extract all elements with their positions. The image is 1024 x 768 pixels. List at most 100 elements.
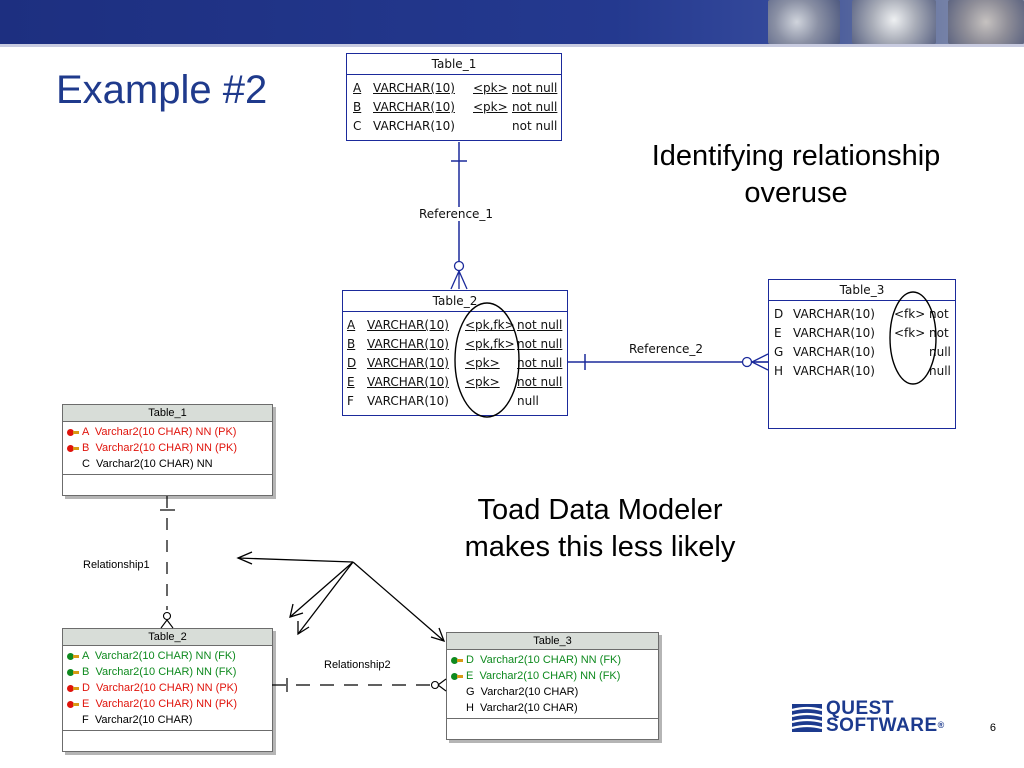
pd-cell-key: <pk> [473,100,508,114]
pd-cell-name: B [353,100,362,114]
pd-cell-name: D [774,307,784,321]
pd-cell-key: <pk,fk> [465,318,515,332]
toad-table-3-body: D Varchar2(10 CHAR) NN (FK)E Varchar2(10… [447,650,658,719]
pd-cell-name: G [774,345,784,359]
toad-table-3-footer [447,719,658,739]
pd-cell-name: B [347,337,356,351]
key-icon [451,657,463,664]
key-icon [451,673,463,680]
pd-cell-key: <pk> [465,375,500,389]
reference-1-optional-circle [453,260,465,272]
pd-row: E VARCHAR(10) <fk>not [769,324,955,343]
callout-arrow-table2-b [297,561,354,635]
toad-row: B Varchar2(10 CHAR) NN (PK) [63,440,272,456]
toad-table-1-title: Table_1 [63,405,272,422]
toad-modeler-text: Toad Data Modeler makes this less likely [420,492,780,566]
toad-row-text: F Varchar2(10 CHAR) [82,714,193,726]
pd-cell-name: A [353,81,362,95]
identifying-relationship-line-2: overuse [744,177,848,209]
banner-photo-bulb [852,0,936,44]
pd-cell-name: C [353,119,362,133]
pd-cell-type: VARCHAR(10) [367,337,449,351]
pd-cell-key: <pk> [473,81,508,95]
toad-modeler-line-2: makes this less likely [464,531,736,563]
pd-table-2-title: Table_2 [343,291,567,312]
relationship-2-crowfoot [437,678,447,692]
toad-modeler-line-1: Toad Data Modeler [477,494,723,526]
pd-cell-type: VARCHAR(10) [793,345,875,359]
pd-cell-null: not null [517,375,563,389]
toad-row: A Varchar2(10 CHAR) NN (PK) [63,424,272,440]
callout-arrow-table2-a [289,561,354,618]
pd-cell-type: VARCHAR(10) [793,307,875,321]
toad-row-text: B Varchar2(10 CHAR) NN (PK) [82,442,238,454]
toad-row: D Varchar2(10 CHAR) NN (FK) [447,652,658,668]
relationship-1-label: Relationship1 [82,559,151,571]
toad-row-text: H Varchar2(10 CHAR) [466,702,578,714]
pd-cell-key: <fk> [894,307,926,321]
pd-table-3: Table_3 D VARCHAR(10) <fk>not E VARCHAR(10) <… [768,279,956,429]
identifying-relationship-line-1: Identifying relationship [651,140,941,172]
key-icon [67,685,79,692]
pd-cell-type: VARCHAR(10) [367,375,449,389]
relationship-2-label: Relationship2 [323,659,392,671]
toad-table-2-footer [63,731,272,751]
reference-1-crowfoot [450,270,468,290]
pd-cell-key: <pk,fk> [465,337,515,351]
key-icon [67,445,79,452]
pd-row: A VARCHAR(10) <pk> not null [347,79,561,98]
pd-cell-null: not null [512,119,558,133]
key-icon [67,653,79,660]
toad-row: A Varchar2(10 CHAR) NN (FK) [63,648,272,664]
pd-cell-null: not null [512,81,558,95]
toad-table-3: Table_3 D Varchar2(10 CHAR) NN (FK)E Var… [446,632,659,740]
pd-cell-key: <fk> [894,326,926,340]
pd-table-1-title: Table_1 [347,54,561,75]
pd-cell-name: E [774,326,782,340]
toad-row: G Varchar2(10 CHAR) [447,684,658,700]
toad-table-3-title: Table_3 [447,633,658,650]
pd-cell-null: null [929,364,951,378]
pd-cell-null: not null [517,356,563,370]
toad-table-2-body: A Varchar2(10 CHAR) NN (FK)B Varchar2(10… [63,646,272,731]
quest-logo-mark-icon [792,704,822,732]
highlight-oval-table-3 [889,291,937,385]
slide-title: Example #2 [56,68,268,112]
pd-cell-type: VARCHAR(10) [793,326,875,340]
header-divider [0,44,1024,47]
pd-row: E VARCHAR(10) <pk> not null [343,373,567,392]
toad-row-text: E Varchar2(10 CHAR) NN (PK) [82,698,238,710]
pd-cell-type: VARCHAR(10) [367,318,449,332]
pd-cell-null: not null [512,100,558,114]
key-icon [67,701,79,708]
pd-table-3-title: Table_3 [769,280,955,301]
relationship-2-optional-circle [430,680,440,690]
callout-arrow-relationship1 [237,557,354,563]
pd-cell-type: VARCHAR(10) [373,81,455,95]
relationship-1-crowfoot [160,619,174,629]
toad-row-text: G Varchar2(10 CHAR) [466,686,579,698]
pd-cell-type: VARCHAR(10) [373,100,455,114]
pd-cell-key: <pk> [465,356,500,370]
toad-row-text: D Varchar2(10 CHAR) NN (PK) [82,682,238,694]
reference-2-label: Reference_2 [628,342,705,356]
relationship-1-optional-circle [162,611,172,621]
pd-row: B VARCHAR(10) <pk> not null [347,98,561,117]
toad-row-text: C Varchar2(10 CHAR) NN [82,458,213,470]
key-icon [67,669,79,676]
pd-cell-null: not [929,326,949,340]
callout-arrows [236,551,446,643]
pd-row: D VARCHAR(10) <pk> not null [343,354,567,373]
pd-cell-name: D [347,356,357,370]
pd-cell-name: E [347,375,355,389]
pd-cell-type: VARCHAR(10) [367,356,449,370]
toad-row: E Varchar2(10 CHAR) NN (FK) [447,668,658,684]
quest-software-logo: QUEST SOFTWARE® [792,699,962,738]
pd-cell-type: VARCHAR(10) [367,394,449,408]
identifying-relationship-text: Identifying relationship overuse [612,138,980,212]
pd-cell-type: VARCHAR(10) [373,119,455,133]
key-icon [67,429,79,436]
